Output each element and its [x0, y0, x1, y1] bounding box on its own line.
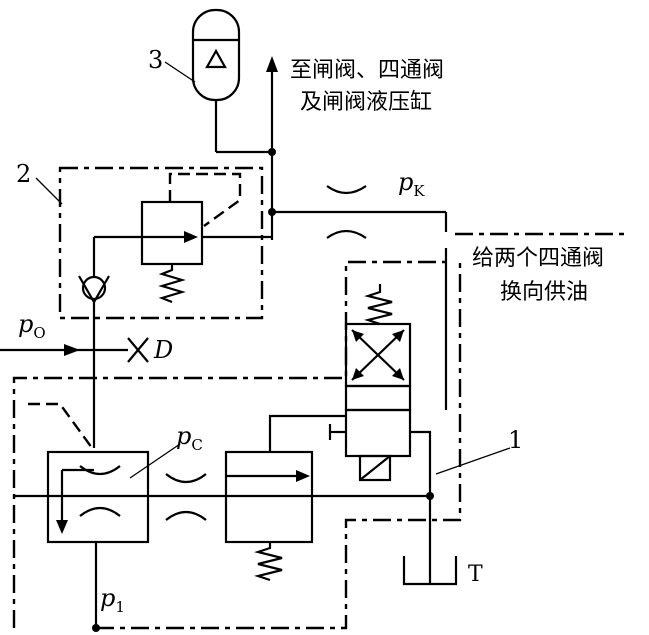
flow-control-block	[46, 443, 181, 544]
supply-label-line1: 给两个四通阀	[472, 246, 605, 271]
relief-valve-block	[224, 414, 346, 582]
tank-t-label: T	[468, 562, 483, 587]
accumulator	[164, 8, 241, 152]
orifice-d-label: D	[154, 336, 174, 364]
directional-valve	[328, 284, 511, 584]
orifice-middle	[165, 473, 207, 521]
pc-label: pC	[176, 422, 203, 454]
tank	[402, 556, 458, 586]
inlet-po	[0, 337, 149, 363]
pressure-line-up	[216, 56, 448, 410]
component-2-label: 2	[16, 160, 32, 188]
check-valve	[78, 275, 110, 305]
po-label: pO	[18, 310, 46, 342]
unit-2-enclosure	[35, 166, 264, 320]
pk-label: pK	[398, 168, 425, 200]
supply-label-line2: 换向供油	[500, 280, 589, 305]
component-3-label: 3	[148, 46, 164, 74]
to-valves-label-line2: 及闸阀液压缸	[300, 90, 433, 115]
up-arrow-icon	[266, 56, 278, 72]
component-1-label: 1	[508, 426, 524, 454]
p1-label: p1	[100, 584, 125, 616]
orifice-pk	[326, 185, 367, 239]
relief-valve	[92, 172, 272, 304]
to-valves-label-line1: 至闸阀、四通阀	[290, 58, 445, 83]
